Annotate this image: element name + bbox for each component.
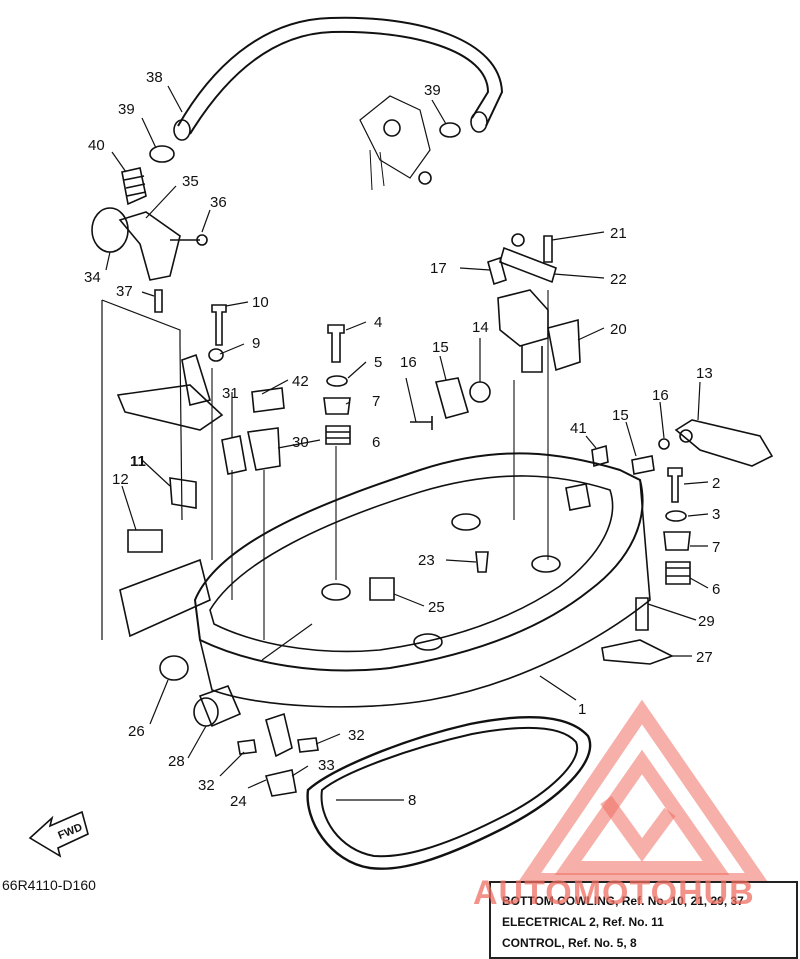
part-label: 28	[168, 753, 185, 770]
note-line: ELECETRICAL 2, Ref. No. 11	[502, 915, 664, 929]
part-label: 6	[712, 581, 720, 598]
part-labels: 38 39 40 35 36 34 37 39 10 9 4 5 7 6 31 …	[84, 69, 720, 810]
part-label: 37	[116, 283, 133, 300]
part-label: 1	[578, 701, 586, 718]
note-line: BOTTOM COWLING, Ref. No. 10, 21, 29, 37	[502, 894, 744, 908]
part-label: 25	[428, 599, 445, 616]
part-label: 5	[374, 354, 382, 371]
reference-notes: BOTTOM COWLING, Ref. No. 10, 21, 29, 37 …	[489, 881, 798, 959]
part-label: 36	[210, 194, 227, 211]
part-label: 12	[112, 471, 129, 488]
leader-lines	[105, 85, 709, 801]
part-label: 6	[372, 434, 380, 451]
part-label: 16	[400, 354, 417, 371]
part-label: 22	[610, 271, 627, 288]
part-label: 39	[424, 82, 441, 99]
part-label: 13	[696, 365, 713, 382]
watermark-text: AUTOMOTOHUB	[473, 874, 755, 912]
part-label: 16	[652, 387, 669, 404]
part-label: 33	[318, 757, 335, 774]
part-label: 40	[88, 137, 105, 154]
part-label: 14	[472, 319, 489, 336]
part-label: 8	[408, 792, 416, 809]
part-label: 34	[84, 269, 101, 286]
part-label: 38	[146, 69, 163, 86]
part-label: 35	[182, 173, 199, 190]
part-label: 30	[292, 434, 309, 451]
part-label: 24	[230, 793, 247, 810]
part-label: 4	[374, 314, 382, 331]
diagram-code: 66R4110-D160	[2, 877, 96, 893]
part-label: 26	[128, 723, 145, 740]
part-label: 20	[610, 321, 627, 338]
part-label: 21	[610, 225, 627, 242]
part-label: 2	[712, 475, 720, 492]
part-label: 32	[348, 727, 365, 744]
watermark-logo-icon	[514, 699, 772, 887]
part-label: 7	[712, 539, 720, 556]
fwd-arrow-icon: FWD	[28, 810, 89, 858]
part-label: 42	[292, 373, 309, 390]
part-label: 3	[712, 506, 720, 523]
part-label: 27	[696, 649, 713, 666]
part-label: 32	[198, 777, 215, 794]
part-label: 10	[252, 294, 269, 311]
part-label: 9	[252, 335, 260, 352]
part-label: 15	[432, 339, 449, 356]
part-label: 31	[222, 385, 239, 402]
part-label: 7	[372, 393, 380, 410]
line-art	[91, 16, 774, 870]
part-label: 11	[130, 453, 146, 470]
part-label: 17	[430, 260, 447, 277]
part-label: 29	[698, 613, 715, 630]
part-label: 15	[612, 407, 629, 424]
part-label: 23	[418, 552, 435, 569]
part-label: 39	[118, 101, 135, 118]
note-line: CONTROL, Ref. No. 5, 8	[502, 936, 637, 950]
part-label: 41	[570, 420, 587, 437]
